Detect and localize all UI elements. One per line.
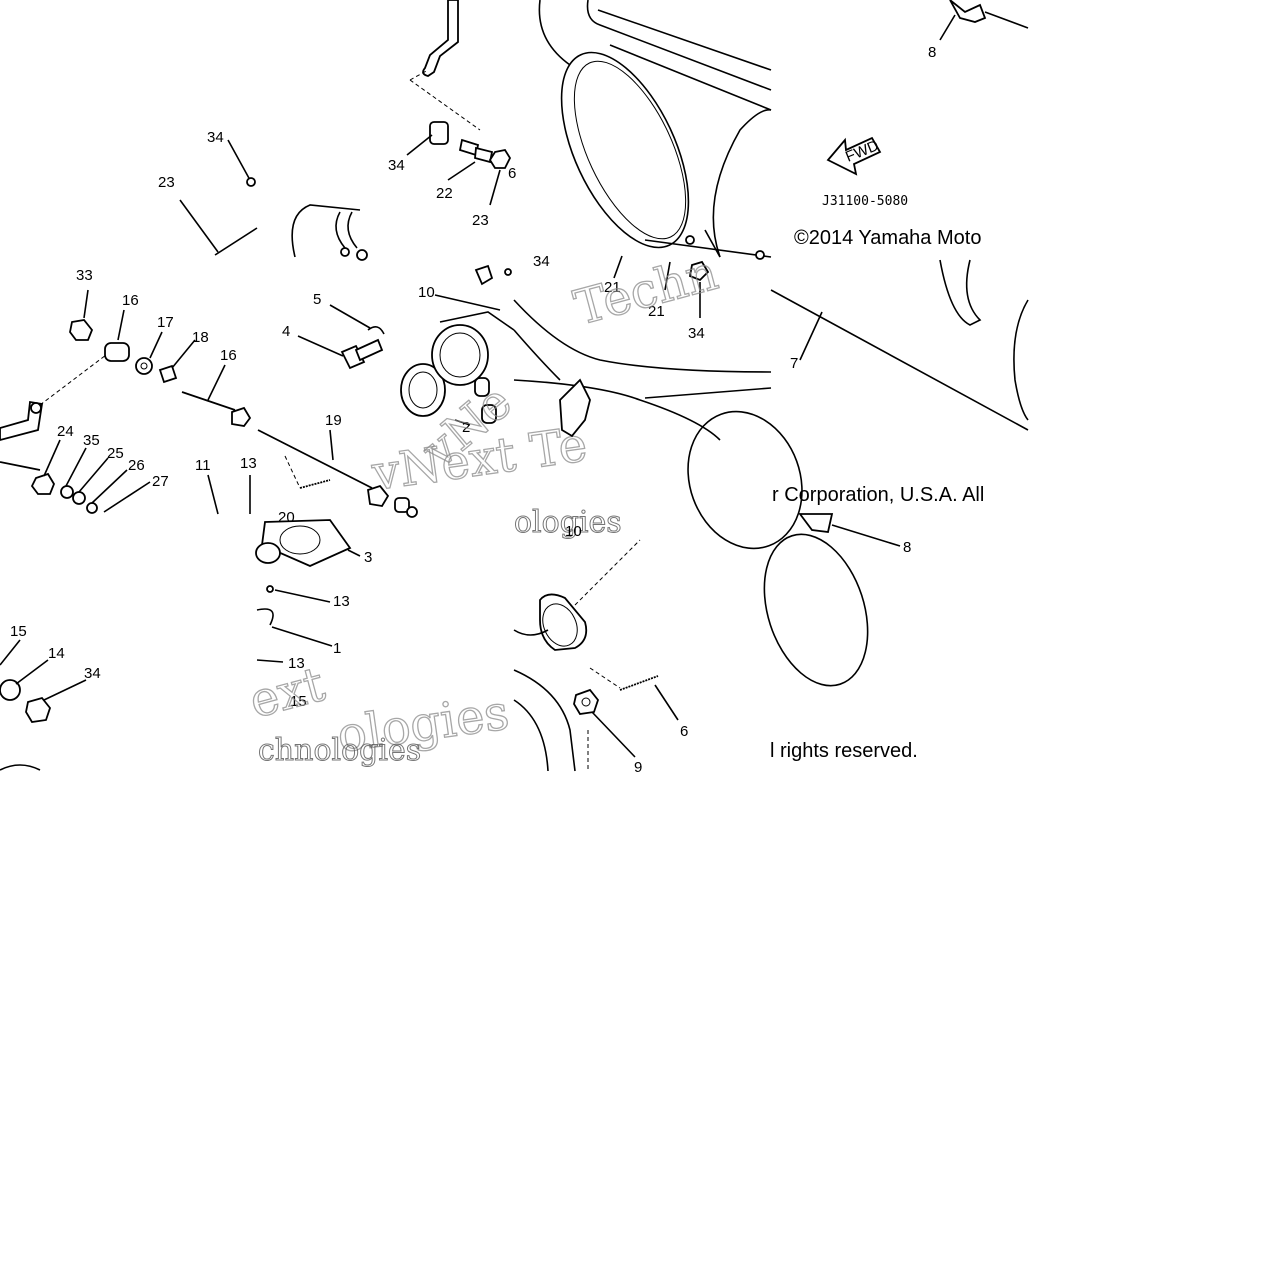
callout-27: 23 — [158, 174, 175, 191]
callout-6: 6 — [680, 723, 688, 740]
callout-25: 22 — [436, 185, 453, 202]
callout-24: 21 — [604, 279, 621, 296]
callout-3: 3 — [364, 549, 372, 566]
callout-32: 34 — [207, 129, 224, 146]
callout-2: 2 — [462, 419, 470, 436]
callout-8-top: 8 — [928, 44, 936, 61]
callout-17: 14 — [48, 645, 65, 662]
callout-31: 27 — [152, 473, 169, 490]
tile-r1-c3: 7 r Corporation, U.S.A. All — [770, 259, 1029, 506]
callout-30: 26 — [128, 457, 145, 474]
callout-18: 15 — [10, 623, 27, 640]
callout-23-mid: 21 — [648, 303, 665, 320]
callout-21: 18 — [192, 329, 209, 346]
watermark-chnologies: chnologies — [258, 733, 421, 768]
callout-10: 10 — [565, 523, 582, 540]
callout-14: 13 — [288, 655, 305, 672]
tile-r0-c2 — [538, 0, 772, 260]
callout-19: 16 — [122, 292, 139, 309]
tile-r2-c2: 10 6 9 — [513, 523, 688, 776]
copyright-part-3: l rights reserved. — [770, 740, 918, 762]
callout-8-low: 8 — [903, 539, 911, 556]
callout-34-low: 34 — [84, 665, 101, 682]
callout-5: 5 — [313, 291, 321, 308]
callout-edge: 6 — [508, 165, 516, 182]
callout-26: 23 — [472, 212, 489, 229]
copyright-part-1: ©2014 Yamaha Moto — [794, 227, 981, 249]
copyright-part-2: r Corporation, U.S.A. All — [772, 484, 984, 506]
callout-1: 1 — [333, 640, 341, 657]
tile-r2-c0: 15 14 34 — [0, 623, 101, 771]
tile-r1-c0: 33 16 17 18 16 24 35 25 — [0, 267, 257, 515]
tile-r0-c1: 34 22 23 6 — [291, 0, 516, 261]
callout-34-mid: 34 — [688, 325, 705, 342]
doc-code: J31100-5080 — [822, 194, 908, 209]
callout-15: 15 — [290, 693, 307, 710]
callout-33: 34 — [533, 253, 550, 270]
callout-4: 4 — [282, 323, 290, 340]
callout-34-top: 34 — [388, 157, 405, 174]
watermark-ologies-top: ologies — [514, 505, 622, 540]
callout-29: 25 — [107, 445, 124, 462]
tile-r0-c0: 23 34 — [158, 129, 258, 256]
callout-22: 19 — [325, 412, 342, 429]
callout-28: 24 — [57, 423, 74, 440]
callout-13-top: 13 — [240, 455, 257, 472]
callout-16-top: 16 — [220, 347, 237, 364]
callout-12: 11 — [195, 457, 211, 474]
callout-13-low: 13 — [333, 593, 350, 610]
callout-7: 7 — [790, 355, 798, 372]
callout-9: 9 — [634, 759, 642, 776]
callout-35: 35 — [83, 432, 100, 449]
tile-r2-c3: 8 l rights reserved. — [763, 513, 918, 762]
callout-20: 17 — [157, 314, 174, 331]
callout-11: 10 — [418, 284, 435, 301]
callout-34-left: 33 — [76, 267, 93, 284]
tile-r0-c3: 8 FWD J31100-5080 ©2014 Yamaha Moto — [794, 0, 1029, 249]
